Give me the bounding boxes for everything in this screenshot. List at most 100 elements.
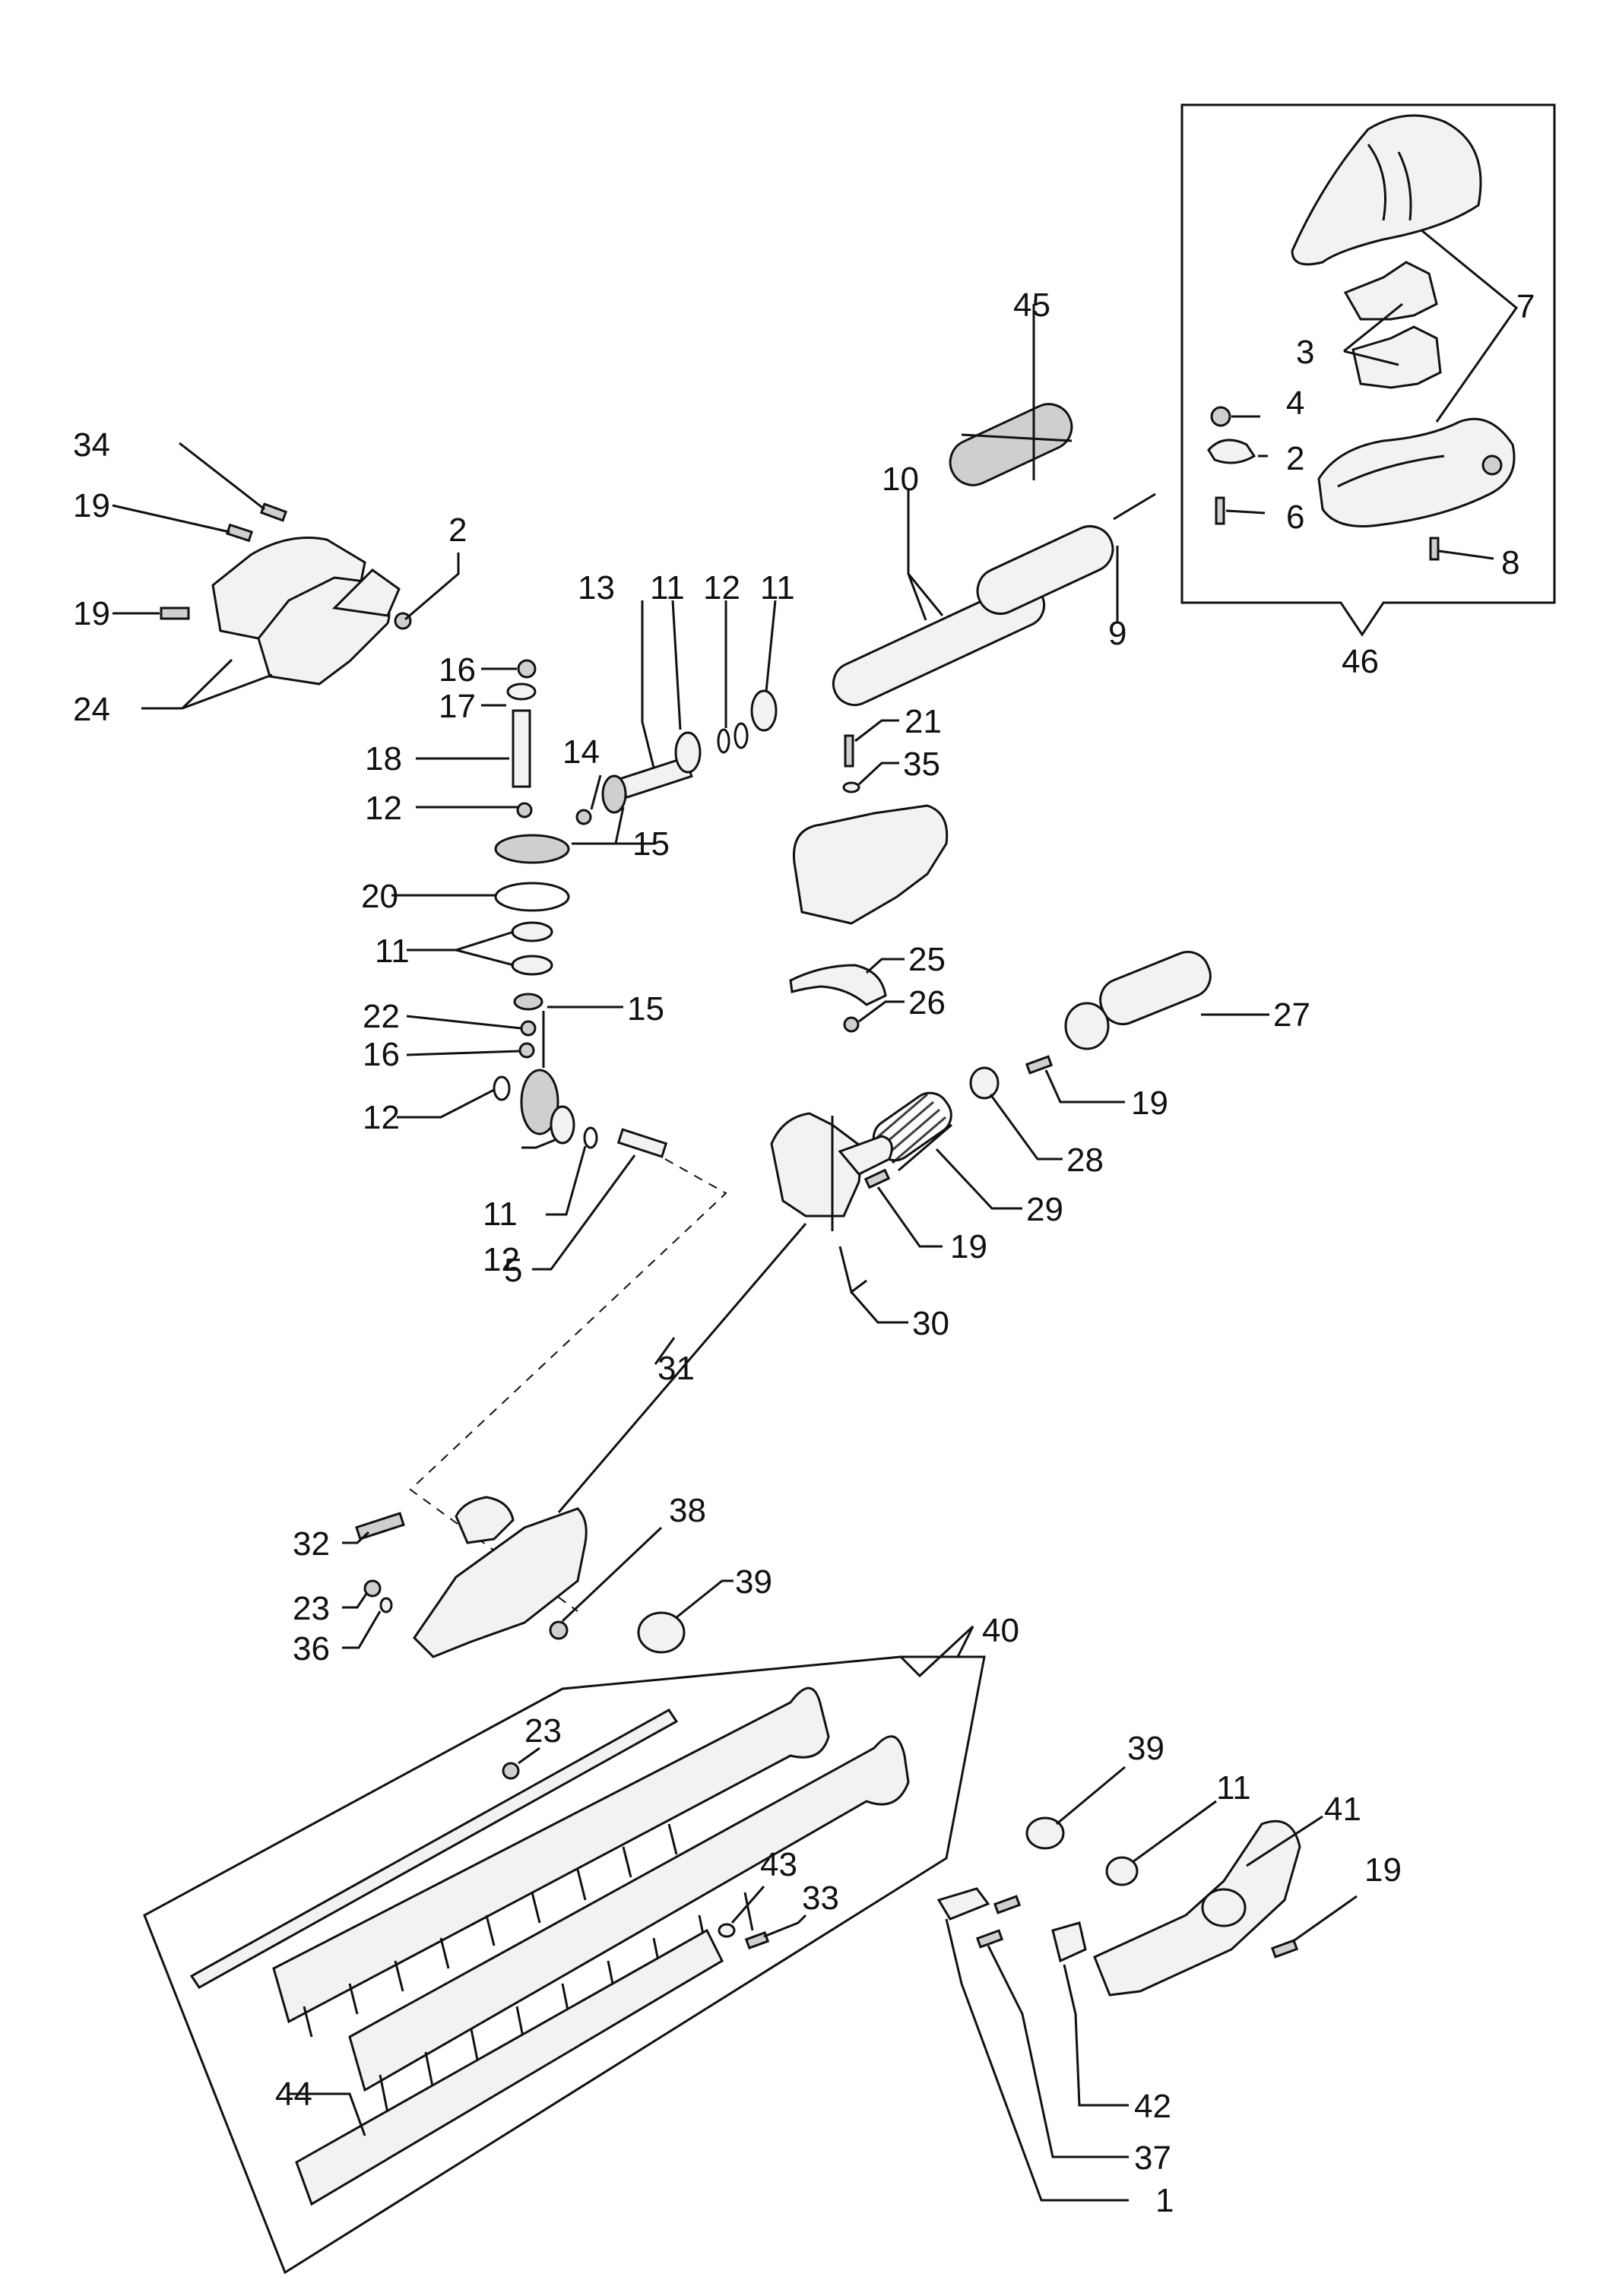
bolt-32 xyxy=(355,1512,405,1541)
callout-26: 26 xyxy=(908,984,946,1021)
callout-11-e: 11 xyxy=(1216,1769,1251,1807)
collar-28 xyxy=(969,1066,1000,1100)
nut-23-blade xyxy=(502,1762,520,1780)
callout-22: 22 xyxy=(363,998,400,1035)
plate-1 xyxy=(936,1887,990,1921)
callout-labels: 1 2 2 3 4 5 6 7 8 9 10 11 11 11 11 11 12… xyxy=(73,287,1535,2219)
callout-36: 36 xyxy=(293,1630,330,1667)
callout-32: 32 xyxy=(293,1525,330,1563)
callout-43: 43 xyxy=(760,1846,797,1883)
pin-5 xyxy=(616,1128,668,1158)
callout-34: 34 xyxy=(73,426,110,464)
washer-35 xyxy=(842,781,860,793)
washer-43 xyxy=(718,1923,736,1938)
clamp-lower xyxy=(1351,325,1442,389)
callout-33: 33 xyxy=(802,1880,839,1917)
blade-gearbox-group xyxy=(342,1496,734,1658)
callout-12-a: 12 xyxy=(703,569,740,606)
screw-6 xyxy=(1215,496,1225,525)
callout-35: 35 xyxy=(903,746,940,783)
callout-28: 28 xyxy=(1066,1142,1104,1179)
callout-31: 31 xyxy=(657,1350,695,1387)
washer-36 xyxy=(379,1597,393,1614)
circlip-12 xyxy=(717,728,730,754)
blade-guard-bar xyxy=(189,1709,679,1989)
callout-11-a: 11 xyxy=(650,569,685,606)
foam-grip-45 xyxy=(949,403,1073,486)
bearing-11-b xyxy=(750,689,778,732)
callout-12-b: 12 xyxy=(365,790,402,827)
callout-23-a: 23 xyxy=(293,1590,330,1627)
callout-44: 44 xyxy=(275,2076,312,2113)
callout-19-b: 19 xyxy=(73,595,110,632)
clamp-upper xyxy=(1343,261,1438,321)
bearing-11-upper xyxy=(511,921,553,942)
rear-handle-group xyxy=(409,951,1269,1612)
callout-30: 30 xyxy=(912,1305,949,1342)
callout-12-d: 12 xyxy=(483,1241,520,1278)
bearing-11-a xyxy=(674,731,702,774)
nut-23 xyxy=(363,1579,382,1598)
drive-tube-9 xyxy=(976,525,1114,615)
callout-25: 25 xyxy=(908,941,946,978)
callout-9: 9 xyxy=(1108,615,1126,652)
callout-19-c: 19 xyxy=(1131,1085,1168,1122)
callout-15-a: 15 xyxy=(632,825,670,863)
crank-gear xyxy=(520,1069,559,1135)
callout-13: 13 xyxy=(578,569,615,606)
blade-cover-group xyxy=(936,1766,1358,2202)
grip-cover xyxy=(1291,114,1482,266)
screw-37-b xyxy=(975,1929,1004,1949)
callout-14: 14 xyxy=(562,733,600,771)
cam-39-right xyxy=(1025,1816,1065,1850)
upper-blade xyxy=(272,1686,830,2024)
callout-5: 5 xyxy=(504,1252,522,1289)
screw-19-left xyxy=(160,606,190,620)
callout-24: 24 xyxy=(73,691,110,728)
callout-39-a: 39 xyxy=(735,1563,772,1601)
blade-guard-44 xyxy=(295,1928,724,2206)
callout-19-e: 19 xyxy=(1364,1851,1402,1889)
angle-gear-housing xyxy=(792,804,949,925)
callout-42: 42 xyxy=(1134,2088,1171,2125)
pinion-15 xyxy=(601,774,627,814)
bearing-11-lower xyxy=(511,955,553,976)
callout-40: 40 xyxy=(982,1612,1019,1649)
bevel-gear-stack xyxy=(391,600,778,1271)
bracket-25 xyxy=(789,964,887,1006)
callout-11-c: 11 xyxy=(375,933,410,970)
gear-cover-41 xyxy=(1093,1819,1301,1997)
callout-20: 20 xyxy=(361,878,398,915)
callout-16-a: 16 xyxy=(439,651,476,689)
lower-blade xyxy=(348,1735,910,2092)
callout-17: 17 xyxy=(439,688,476,725)
blade-group xyxy=(143,1625,986,2275)
screw-33 xyxy=(744,1930,770,1950)
callout-38: 38 xyxy=(669,1492,706,1529)
shim-20 xyxy=(494,882,570,912)
callout-11-b: 11 xyxy=(760,569,795,606)
bracket-2 xyxy=(1207,439,1256,464)
callout-10: 10 xyxy=(882,461,919,498)
callout-11-d: 11 xyxy=(483,1196,518,1233)
screw-19-cover xyxy=(1270,1939,1299,1959)
callout-12-c: 12 xyxy=(363,1099,400,1136)
callout-29: 29 xyxy=(1026,1191,1063,1228)
screw-37-a xyxy=(993,1895,1022,1914)
handle-assembly-inset xyxy=(1180,103,1556,637)
callout-19-d: 19 xyxy=(950,1228,987,1265)
pinion-gear xyxy=(513,993,543,1011)
callout-2-inset: 2 xyxy=(1286,440,1304,477)
block-42 xyxy=(1051,1921,1087,1963)
handle-housing xyxy=(1317,417,1516,527)
callout-19-a: 19 xyxy=(73,487,110,524)
cam-39 xyxy=(637,1611,686,1654)
callout-1: 1 xyxy=(1155,2182,1174,2219)
callout-23-b: 23 xyxy=(524,1712,562,1750)
callout-8: 8 xyxy=(1501,544,1519,581)
drive-tube-group xyxy=(789,304,1156,1033)
callout-39-b: 39 xyxy=(1127,1730,1164,1767)
screw-8 xyxy=(1429,537,1440,561)
callout-45: 45 xyxy=(1013,287,1050,324)
nut-26 xyxy=(843,1016,860,1033)
